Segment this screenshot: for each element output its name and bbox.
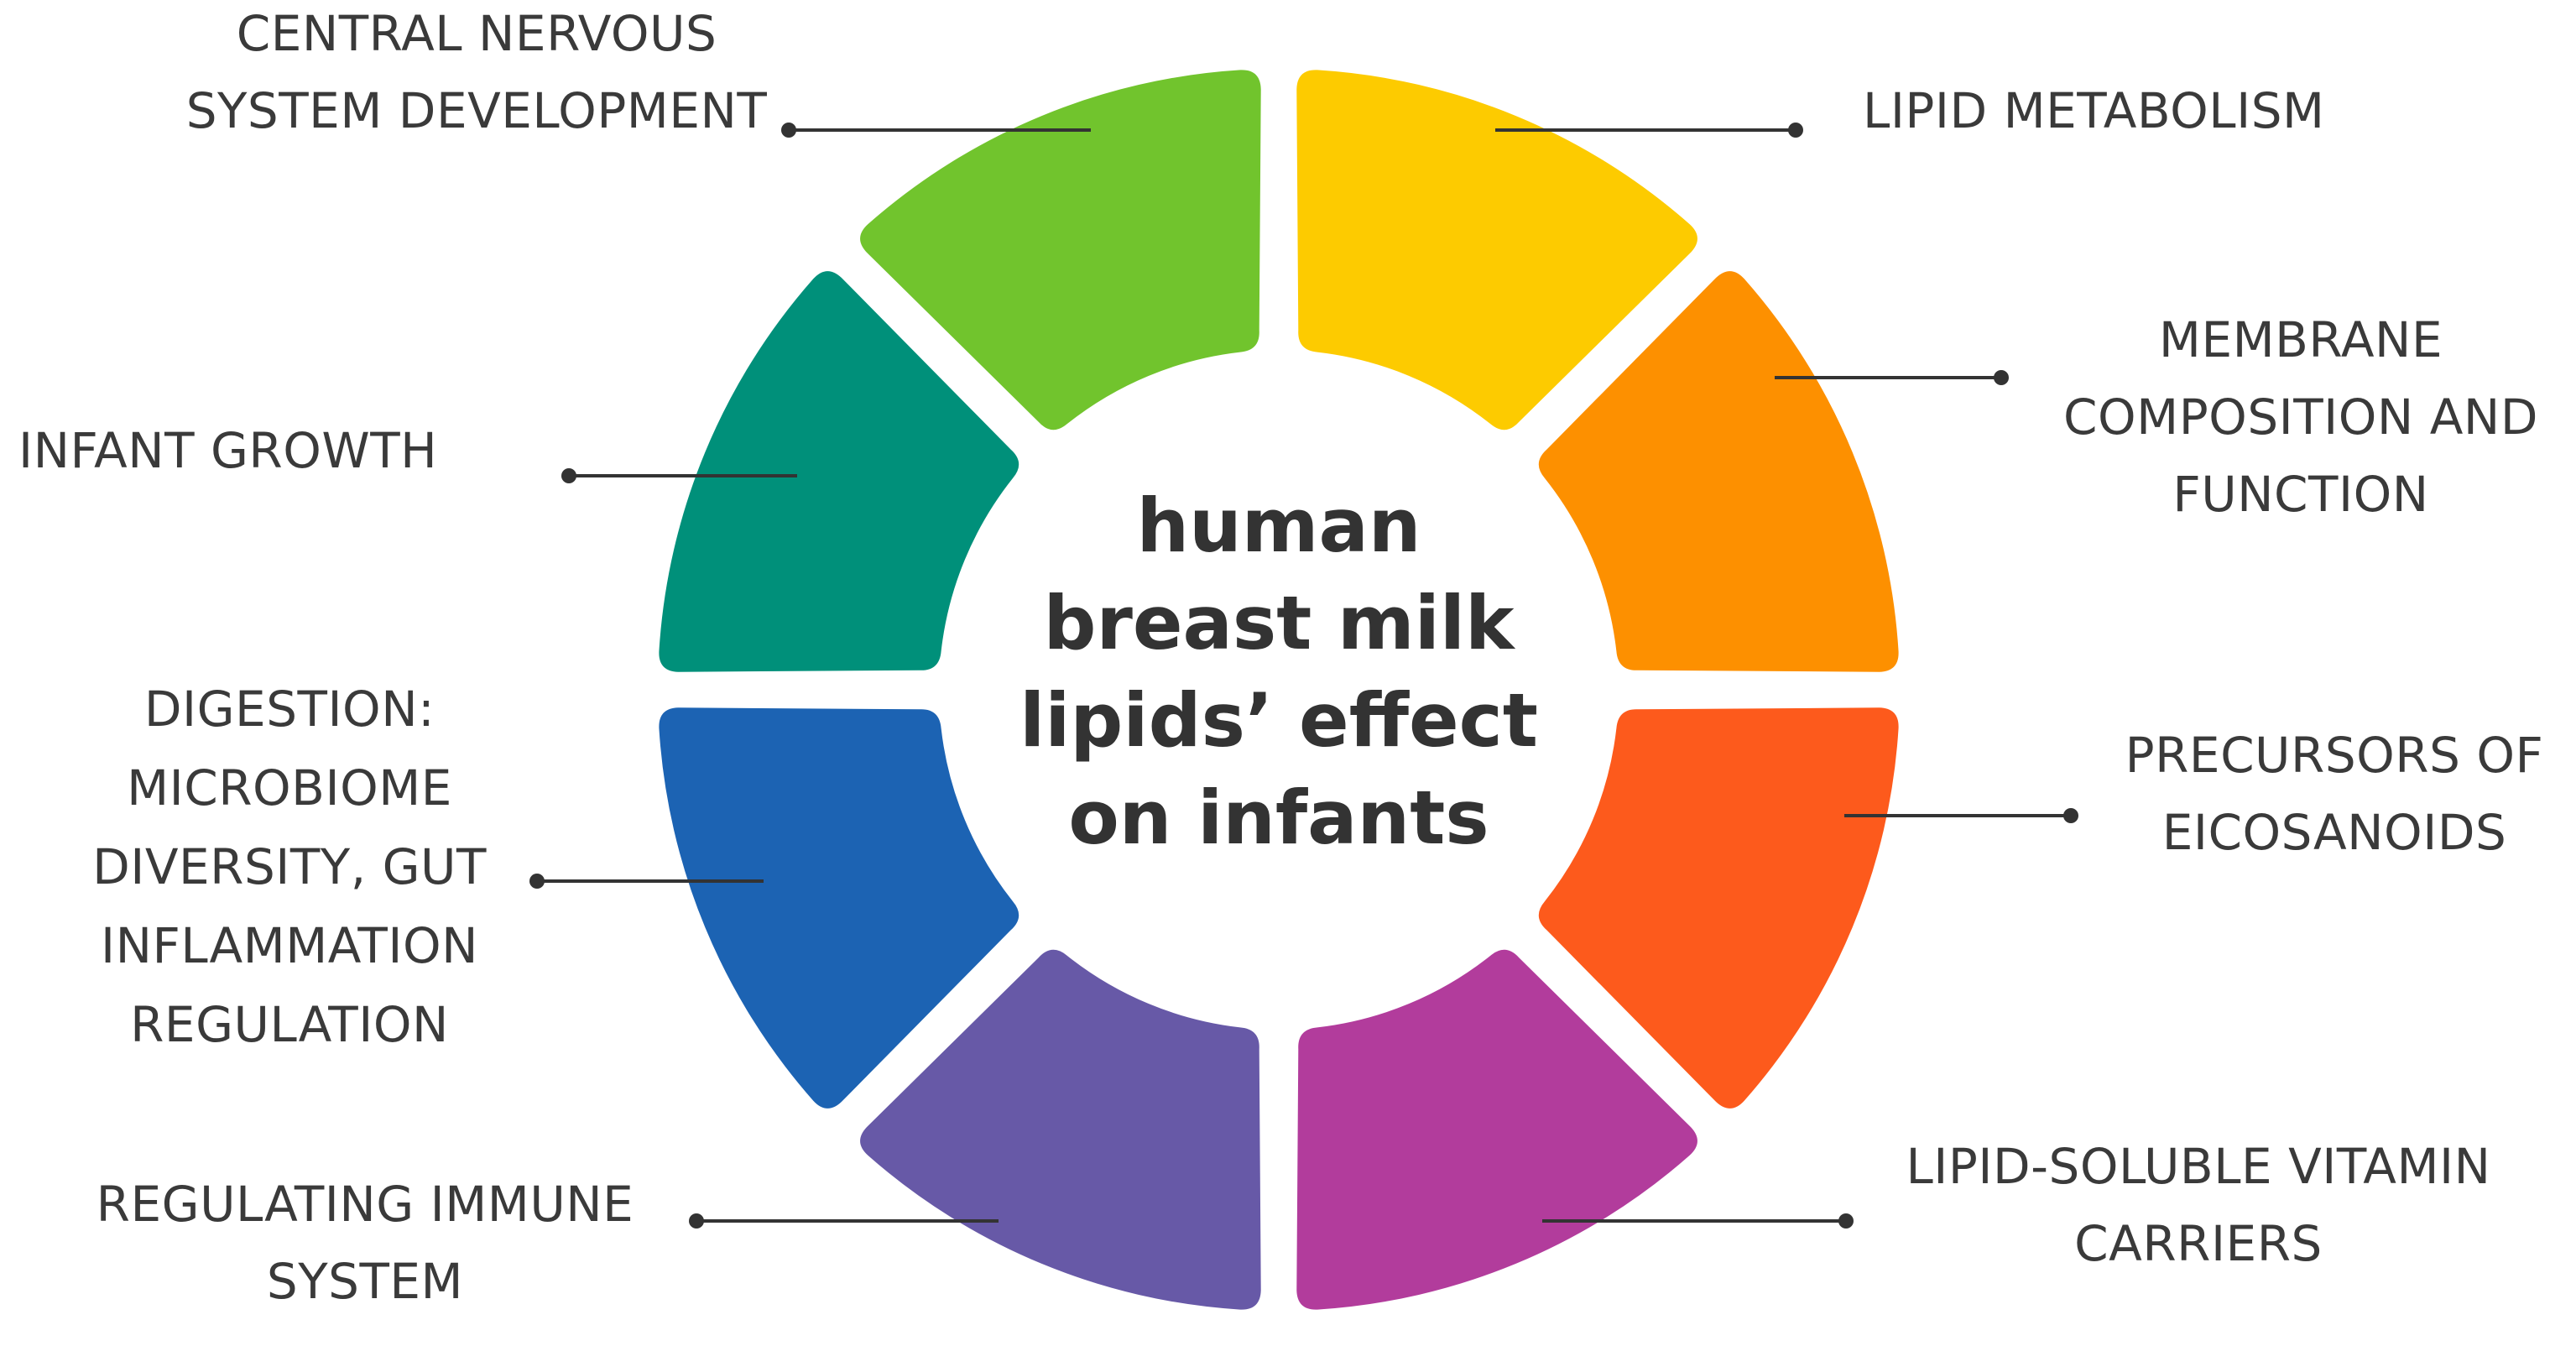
label-line: MICROBIOME [127, 759, 452, 816]
label-line: REGULATING IMMUNE [96, 1176, 634, 1233]
label-line: SYSTEM DEVELOPMENT [186, 82, 768, 139]
label-line: COMPOSITION AND [2063, 389, 2538, 446]
label-digestion: DIGESTION: MICROBIOME DIVERSITY, GUT INFLAM… [92, 681, 487, 1053]
label-line: CENTRAL NERVOUS [237, 5, 717, 62]
label-line: PRECURSORS OF [2125, 727, 2544, 784]
label-vitamin-carriers: LIPID-SOLUBLE VITAMIN CARRIERS [1906, 1138, 2490, 1272]
center-title-line: breast milk [1043, 580, 1516, 666]
label-line: LIPID METABOLISM [1863, 82, 2325, 139]
leader-dot-precursors-eicosanoids [2063, 808, 2078, 823]
segment-digestion [659, 707, 1019, 1109]
segment-precursors-eicosanoids [1538, 707, 1899, 1109]
label-line: LIPID-SOLUBLE VITAMIN [1906, 1138, 2490, 1195]
label-line: REGULATION [130, 996, 449, 1053]
segment-infant-growth [659, 271, 1019, 672]
leader-dot-immune-system [689, 1213, 704, 1229]
leader-dot-cns-development [781, 123, 796, 138]
center-title-line: lipids’ effect [1019, 677, 1538, 764]
leader-dot-vitamin-carriers [1838, 1213, 1854, 1229]
leader-lines [529, 123, 2078, 1229]
label-line: INFANT GROWTH [18, 422, 437, 479]
label-line: DIGESTION: [144, 681, 435, 738]
center-title-text: human breast milk lipids’ effect on infants [1019, 483, 1538, 861]
segment-labels: LIPID METABOLISM MEMBRANE COMPOSITION AND F… [18, 5, 2543, 1310]
center-title: human breast milk lipids’ effect on infants [1019, 483, 1538, 861]
label-membrane-composition: MEMBRANE COMPOSITION AND FUNCTION [2063, 311, 2538, 523]
center-title-line: on infants [1068, 775, 1489, 861]
leader-dot-infant-growth [561, 468, 576, 483]
segment-membrane-composition [1538, 271, 1899, 672]
leader-dot-digestion [529, 874, 545, 889]
label-line: DIVERSITY, GUT [92, 838, 487, 895]
label-lipid-metabolism: LIPID METABOLISM [1863, 82, 2325, 139]
center-title-line: human [1136, 483, 1421, 569]
segment-lipid-metabolism [1296, 70, 1697, 430]
leader-dot-membrane-composition [1994, 370, 2009, 385]
label-precursors-eicosanoids: PRECURSORS OF EICOSANOIDS [2125, 727, 2544, 861]
label-line: CARRIERS [2074, 1215, 2323, 1272]
label-line: INFLAMMATION [101, 917, 478, 974]
label-line: EICOSANOIDS [2162, 804, 2507, 861]
ring-segments [659, 70, 1899, 1310]
label-line: SYSTEM [267, 1253, 463, 1310]
label-infant-growth: INFANT GROWTH [18, 422, 437, 479]
segment-cns-development [860, 70, 1261, 430]
label-cns-development: CENTRAL NERVOUS SYSTEM DEVELOPMENT [186, 5, 768, 139]
label-line: FUNCTION [2172, 466, 2428, 523]
label-immune-system: REGULATING IMMUNE SYSTEM [96, 1176, 634, 1310]
leader-dot-lipid-metabolism [1788, 123, 1803, 138]
label-line: MEMBRANE [2159, 311, 2443, 368]
